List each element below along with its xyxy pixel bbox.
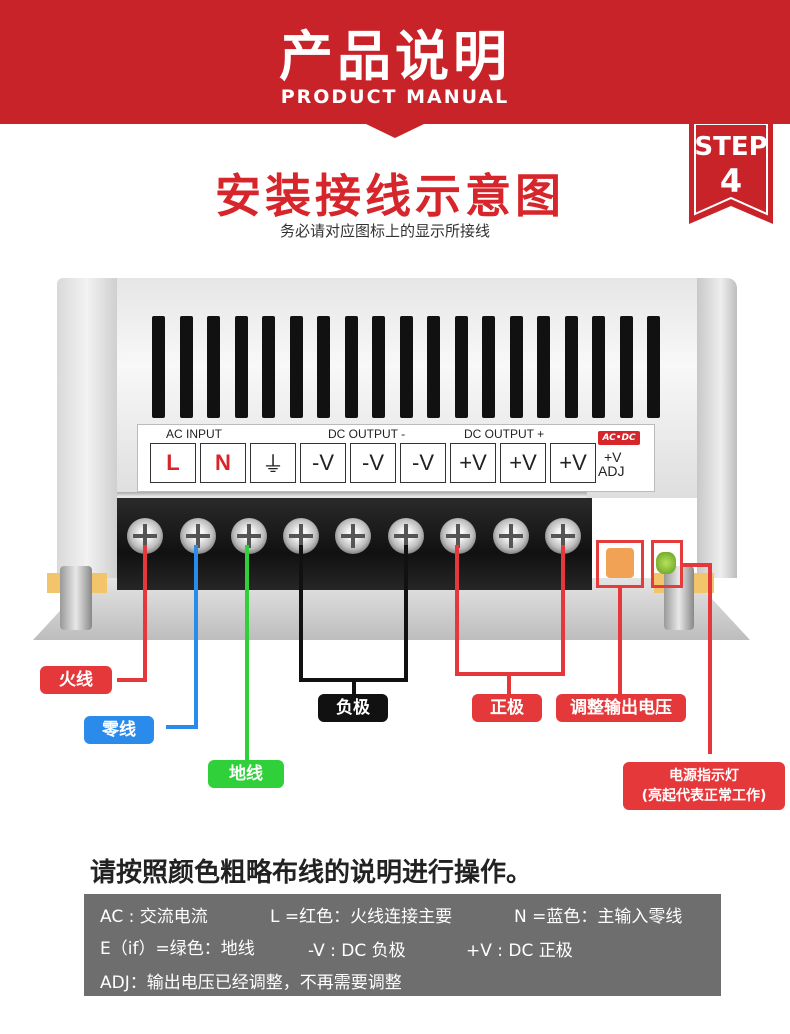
mount-bolt-left [60,566,92,630]
terminal-label-neg-3: -V [400,443,446,483]
header-pointer [366,124,424,138]
vent-slot [234,316,248,418]
vent-slot [344,316,358,418]
vent-slot [647,316,660,418]
terminal-label-neg-1: -V [300,443,346,483]
mount-bolt-right [664,566,694,630]
ground-icon: ⏚ [250,443,296,483]
positive-tag: 正极 [472,694,542,722]
note-n: N =蓝色：主输入零线 [514,907,683,927]
diagram-title: 安装接线示意图 [215,169,565,223]
diagram-subtitle: 务必请对应图标上的显示所接线 [279,222,490,240]
terminal-screw-neg-2 [335,518,371,554]
device-left-panel [57,278,117,578]
vent-slot [427,316,440,418]
terminal-label-l: L [150,443,196,483]
terminal-screw-neg-1 [283,518,319,554]
vent-slot [152,316,165,418]
negative-tag: 负极 [318,694,388,722]
header-banner: 产品说明 PRODUCT MANUAL [0,0,790,124]
terminal-label-pos-1: +V [450,443,496,483]
vent-slot [317,316,330,418]
step-badge-shape [689,124,773,224]
instructions-notes-box: AC : 交流电流 L =红色：火线连接主要 N =蓝色：主输入零线 E（if）… [84,894,721,996]
note-l: L =红色：火线连接主要 [270,907,453,927]
live-wire [117,545,147,682]
vent-slot [372,316,385,418]
device-right-panel [697,278,737,578]
terminal-screw-pos-2 [493,518,529,554]
vent-slot [262,316,275,418]
vent-slot [454,316,468,418]
dc-output-minus-label: DC OUTPUT - [328,427,406,441]
neutral-wire [166,545,198,729]
ventilation-slots [152,316,662,418]
step-label: STEP [694,132,768,162]
power-led-tag-line1: 电源指示灯 [669,768,739,784]
note-adj: ADJ：输出电压已经调整，不再需要调整 [100,973,402,993]
terminal-label-neg-2: -V [350,443,396,483]
header-title: 产品说明 [279,25,511,88]
adjust-highlight-box [596,540,644,588]
ac-input-label: AC INPUT [166,427,223,441]
power-led [656,552,676,574]
vent-slot [619,316,633,418]
adj-label: ADJ [598,463,625,479]
step-badge: STEP 4 [689,124,773,224]
note-neg: -V : DC 负极 [308,941,406,961]
terminal-label-pos-2: +V [500,443,546,483]
note-pos: +V : DC 正极 [466,941,573,961]
ground-wire-tag: 地线 [208,760,284,788]
vent-slot [509,316,523,418]
vent-slot [179,316,193,418]
ground-wire [244,545,249,775]
dc-output-plus-label: DC OUTPUT + [464,427,545,441]
neutral-wire-tag: 零线 [84,716,154,744]
live-wire-tag: 火线 [40,666,112,694]
header-subtitle: PRODUCT MANUAL [280,86,510,108]
adjust-potentiometer [606,548,634,578]
led-leader [683,563,712,754]
note-e: E（if）=绿色：地线 [100,939,255,959]
vent-slot [592,316,605,418]
vent-slot [537,316,550,418]
terminal-label-pos-3: +V [550,443,596,483]
vent-slot [207,316,220,418]
led-highlight-box [651,540,683,588]
adjust-voltage-tag: 调整输出电压 [556,694,686,722]
vent-slot [399,316,413,418]
acdc-badge: AC•DC [598,431,640,445]
terminal-label-strip: AC INPUT DC OUTPUT - DC OUTPUT + L N ⏚ -… [137,424,655,492]
power-led-tag-line2: (亮起代表正常工作) [641,788,767,804]
terminal-rail [117,492,587,502]
negative-wire [299,545,408,682]
vent-slot [289,316,303,418]
vent-slot [482,316,495,418]
positive-wire [455,545,565,676]
terminal-label-n: N [200,443,246,483]
instructions-heading: 请按照颜色粗略布线的说明进行操作。 [90,858,533,888]
vent-slot [564,316,578,418]
adj-voltage-label: +V [604,449,622,465]
step-number: 4 [719,162,743,200]
power-led-tag: 电源指示灯 (亮起代表正常工作) [623,762,785,810]
note-ac: AC : 交流电流 [100,907,208,927]
